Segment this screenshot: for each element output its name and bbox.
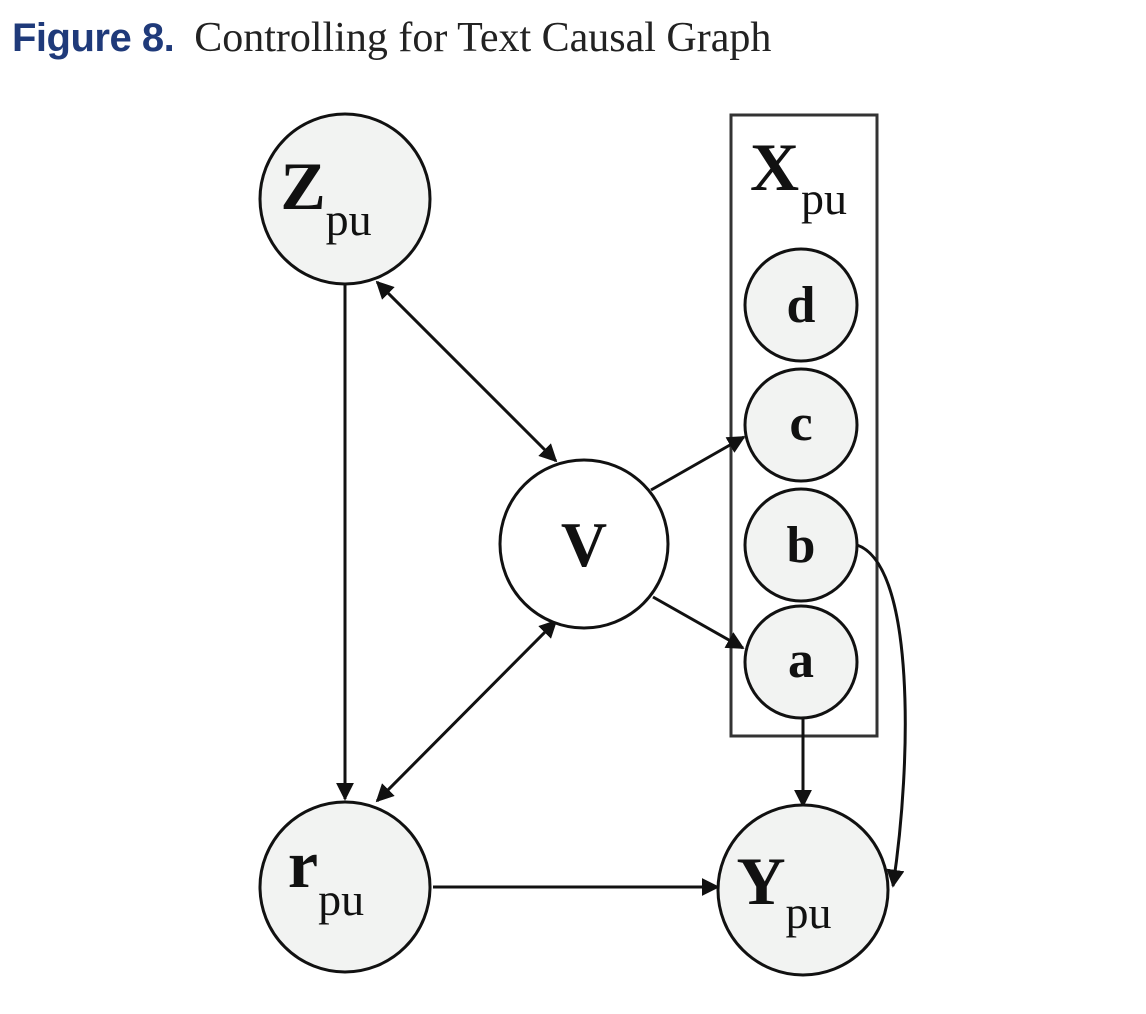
node-d: d [743, 247, 859, 363]
node-r: rpu [258, 800, 432, 974]
node-a: a [743, 604, 859, 720]
edge-b-to-y [856, 543, 907, 888]
node-b-label: b [787, 517, 816, 574]
x-plate-title: Xpu [750, 129, 847, 224]
node-z-label: Z [280, 148, 325, 224]
node-b: b [743, 487, 859, 603]
svg-text:Zpu: Zpu [280, 148, 371, 245]
edge-v-r-bidirected [375, 619, 558, 803]
figure-caption: Figure 8. Controlling for Text Causal Gr… [12, 14, 771, 70]
node-v-label: V [561, 509, 607, 580]
node-c: c [743, 367, 859, 483]
node-d-label: d [787, 277, 816, 334]
node-r-label: r [288, 826, 318, 902]
node-z-subscript: pu [326, 194, 372, 245]
node-r-subscript: pu [318, 874, 364, 925]
x-plate-subscript: pu [801, 173, 847, 224]
node-y-label: Y [736, 843, 785, 919]
node-v: V [498, 458, 670, 630]
figure-title: Controlling for Text Causal Graph [194, 15, 772, 61]
node-c-label: c [789, 395, 812, 452]
edge-v-to-a [652, 595, 745, 650]
edge-z-v-bidirected [375, 280, 558, 463]
x-plate-label: X [750, 129, 799, 205]
edge-v-to-c [650, 435, 746, 492]
svg-text:rpu: rpu [288, 826, 364, 925]
node-y-subscript: pu [786, 887, 832, 938]
node-a-label: a [788, 632, 814, 689]
svg-text:Ypu: Ypu [736, 843, 831, 938]
node-z: Zpu [258, 112, 432, 286]
node-y: Ypu [716, 803, 890, 977]
figure-label: Figure 8. [12, 16, 175, 60]
